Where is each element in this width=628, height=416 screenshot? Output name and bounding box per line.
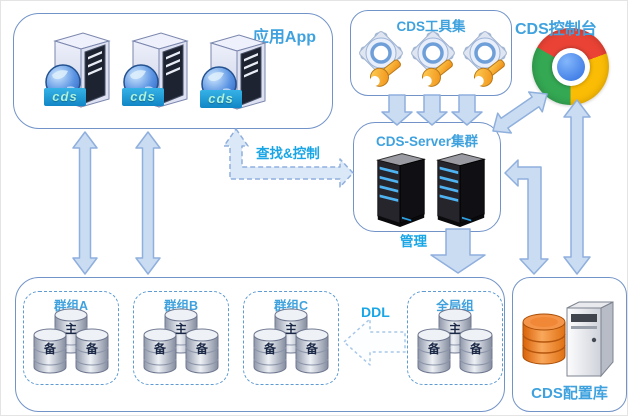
group-b-box: 群组B 主 备 备 xyxy=(133,291,229,385)
ddl-label: DDL xyxy=(361,304,390,320)
db-slave-label: 备 xyxy=(85,342,98,356)
group-a-box: 群组A 主 备 备 xyxy=(23,291,119,385)
black-server-icon xyxy=(375,153,427,227)
config-box: CDS配置库 xyxy=(512,277,627,412)
gear-wrench-icon xyxy=(411,31,455,87)
wrench-icon xyxy=(473,59,505,87)
arrow-toolset-server-2 xyxy=(416,94,448,126)
chrome-core xyxy=(556,52,585,81)
cds-badge: cds xyxy=(200,90,242,108)
db-slave-label: 备 xyxy=(305,342,318,356)
arrow-server-config xyxy=(504,159,549,275)
db-slave-label: 备 xyxy=(427,342,440,356)
arrow-toolset-server-1 xyxy=(381,94,413,126)
arrow-server-console xyxy=(492,91,548,134)
db-slave-icon: 备 xyxy=(184,328,220,374)
db-master-label: 主 xyxy=(174,322,187,336)
server-cluster-box: CDS-Server集群 xyxy=(353,122,501,232)
chrome-hub xyxy=(551,47,590,86)
db-slave-icon: 备 xyxy=(74,328,110,374)
group-c-box: 群组C 主 备 备 xyxy=(243,291,339,385)
app-box-title: 应用App xyxy=(252,29,316,46)
chrome-icon xyxy=(532,28,609,105)
db-slave-icon: 备 xyxy=(294,328,330,374)
server-cluster-title: CDS-Server集群 xyxy=(375,134,479,149)
app-server-icon: cds xyxy=(43,25,121,113)
group-global-title: 全局组 xyxy=(436,299,474,313)
group-global-box: 全局组 主 备 备 xyxy=(407,291,503,385)
gear-wrench-icon xyxy=(359,31,403,87)
manage-label: 管理 xyxy=(400,234,427,249)
cds-badge: cds xyxy=(122,88,164,106)
db-slave-label: 备 xyxy=(153,342,166,356)
toolset-box: CDS工具集 xyxy=(350,10,512,96)
toolset-box-title: CDS工具集 xyxy=(396,19,466,34)
wrench-icon xyxy=(421,59,453,87)
app-server-icon: cds xyxy=(121,25,199,113)
db-slave-icon: 备 xyxy=(32,328,68,374)
config-server-db-icon xyxy=(522,301,614,378)
db-slave-icon: 备 xyxy=(142,328,178,374)
search-control-label: 查找&控制 xyxy=(256,146,320,161)
arrow-app-groups-left xyxy=(72,131,98,275)
db-slave-label: 备 xyxy=(263,342,276,356)
arrow-toolset-server-3 xyxy=(451,94,483,126)
db-slave-label: 备 xyxy=(43,342,56,356)
arrow-manage-server-groups xyxy=(430,228,486,274)
arrow-app-groups-right xyxy=(135,131,161,275)
cds-badge: cds xyxy=(44,88,86,106)
db-master-label: 主 xyxy=(448,322,461,336)
db-slave-label: 备 xyxy=(195,342,208,356)
orange-db-icon xyxy=(522,322,566,365)
db-slave-label: 备 xyxy=(469,342,482,356)
console-title: CDS控制台 xyxy=(515,21,597,38)
config-box-title: CDS配置库 xyxy=(531,385,608,402)
db-master-label: 主 xyxy=(284,322,297,336)
db-slave-icon: 备 xyxy=(458,328,494,374)
wrench-icon xyxy=(369,59,401,87)
gear-wrench-icon xyxy=(463,31,507,87)
app-server-icon: cds xyxy=(199,27,277,115)
db-slave-icon: 备 xyxy=(252,328,288,374)
db-slave-icon: 备 xyxy=(416,328,452,374)
db-master-label: 主 xyxy=(64,322,77,336)
arrow-console-config xyxy=(563,99,591,275)
black-server-icon xyxy=(435,153,487,227)
